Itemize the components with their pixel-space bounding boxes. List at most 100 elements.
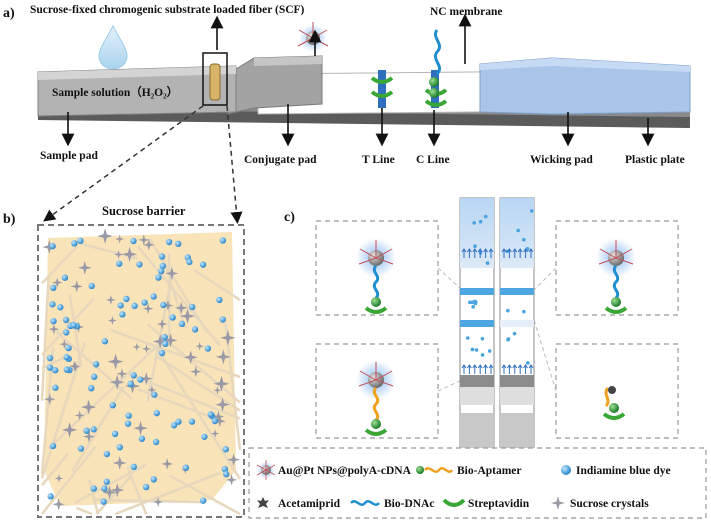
dye-particle	[90, 373, 98, 380]
dye-particle	[199, 261, 207, 268]
probe-top-right	[596, 238, 636, 314]
dye-particle	[90, 485, 97, 492]
dye-particle	[136, 261, 143, 268]
dye-particle	[63, 354, 70, 361]
flow-arrow	[501, 364, 507, 374]
sucrose-crystal	[215, 397, 230, 412]
fiber-strand	[193, 269, 241, 302]
strip-dye-dot	[512, 331, 517, 336]
dye-particle	[204, 345, 212, 352]
fiber-strand	[68, 294, 83, 367]
sucrose-crystal	[43, 393, 56, 406]
strip-dye-dot	[478, 219, 483, 224]
legend: Au@Pt NPs@polyA-cDNA Bio-Aptamer Indiami…	[248, 447, 707, 519]
dye-particle	[150, 293, 157, 300]
strip-dye-dot	[471, 305, 475, 309]
scf-highlight-box	[202, 52, 228, 106]
strip-dye-dot	[473, 244, 477, 249]
sample-drop	[98, 24, 128, 70]
dye-particle	[70, 322, 77, 329]
fiber-strand	[88, 479, 100, 515]
legend-icon-indiamine-blue-dye	[561, 465, 571, 475]
dye-particle	[160, 301, 167, 309]
nc-membrane-label: NC membrane	[430, 6, 503, 18]
sucrose-crystal	[179, 308, 196, 324]
fiber-matrix	[44, 232, 236, 506]
dye-particle	[88, 384, 95, 392]
flow-arrow	[512, 248, 518, 258]
sucrose-crystal	[82, 430, 95, 443]
dye-particle	[211, 417, 219, 425]
flow-arrow	[466, 364, 472, 374]
flow-arrow	[523, 248, 529, 258]
fiber-strand	[168, 474, 241, 516]
sucrose-crystal	[132, 342, 141, 351]
flow-arrow	[477, 364, 483, 374]
fiber-strand	[75, 506, 93, 516]
dye-particle	[46, 364, 54, 371]
dye-particle	[155, 274, 162, 281]
detail-connectors	[437, 267, 557, 392]
legend-label-bio-dnac: Bio-DNAc	[384, 498, 434, 510]
fiber-strand	[40, 341, 87, 479]
dye-particle	[138, 435, 146, 442]
flow-arrow	[506, 364, 512, 374]
dye-particle	[153, 409, 160, 417]
flow-arrow	[483, 364, 489, 374]
legend-label-au-pt: Au@Pt NPs@polyA-cDNA	[278, 465, 412, 477]
dye-particle	[62, 316, 70, 324]
dye-particle	[115, 260, 123, 267]
flow-arrow	[488, 248, 494, 258]
dye-particle	[222, 446, 230, 453]
sucrose-crystal	[183, 350, 198, 365]
plastic-plate-label: Plastic plate	[625, 154, 685, 166]
strip-dye-dot	[465, 336, 470, 340]
fiber-strand	[136, 245, 221, 347]
sucrose-crystal	[142, 303, 154, 315]
fiber-strand	[41, 445, 97, 515]
dye-particle	[201, 433, 208, 440]
flow-arrow	[506, 248, 512, 258]
au-pt-nanoparticle-top	[297, 22, 329, 52]
dye-particle	[101, 485, 108, 492]
dye-particle	[221, 465, 229, 473]
sucrose-crystal	[113, 249, 124, 260]
c-line-marker	[424, 29, 448, 108]
legend-icon-bio-aptamer	[416, 466, 454, 474]
test-strip-left	[459, 197, 495, 449]
dye-particle	[169, 314, 176, 321]
panel-b-title: Sucrose barrier	[102, 204, 186, 218]
dye-particle	[151, 391, 158, 398]
legend-label-bio-aptamer: Bio-Aptamer	[457, 465, 522, 477]
sucrose-crystal	[212, 410, 225, 423]
sucrose-crystal	[174, 301, 188, 315]
dye-particle	[116, 443, 123, 451]
dye-particle	[49, 242, 56, 250]
t-line-label: T Line	[362, 154, 395, 166]
sucrose-crystal	[110, 483, 125, 498]
dye-particle	[127, 380, 134, 388]
dye-particle	[83, 427, 90, 434]
flow-arrow	[523, 364, 529, 374]
t-line-marker	[370, 70, 394, 108]
flow-arrow	[517, 248, 523, 258]
sucrose-crystal	[52, 498, 65, 511]
legend-frame	[248, 447, 707, 519]
panel-a: a)	[3, 4, 691, 166]
flow-arrow	[528, 364, 534, 374]
legend-label-acetamiprid: Acetamiprid	[278, 498, 341, 510]
dye-particle	[49, 442, 57, 450]
dye-particle	[170, 422, 178, 429]
panel-a-letter: a)	[3, 6, 15, 21]
dye-particle	[77, 237, 84, 244]
dye-particle	[50, 317, 57, 325]
sucrose-crystal	[195, 341, 205, 351]
dye-particle	[130, 463, 138, 471]
dye-particle-field	[46, 237, 230, 505]
scf-fiber	[209, 63, 221, 101]
sucrose-crystal	[141, 344, 151, 354]
sucrose-crystal	[147, 385, 157, 395]
dye-particle	[92, 361, 100, 368]
strip-dye-dot	[516, 228, 520, 233]
